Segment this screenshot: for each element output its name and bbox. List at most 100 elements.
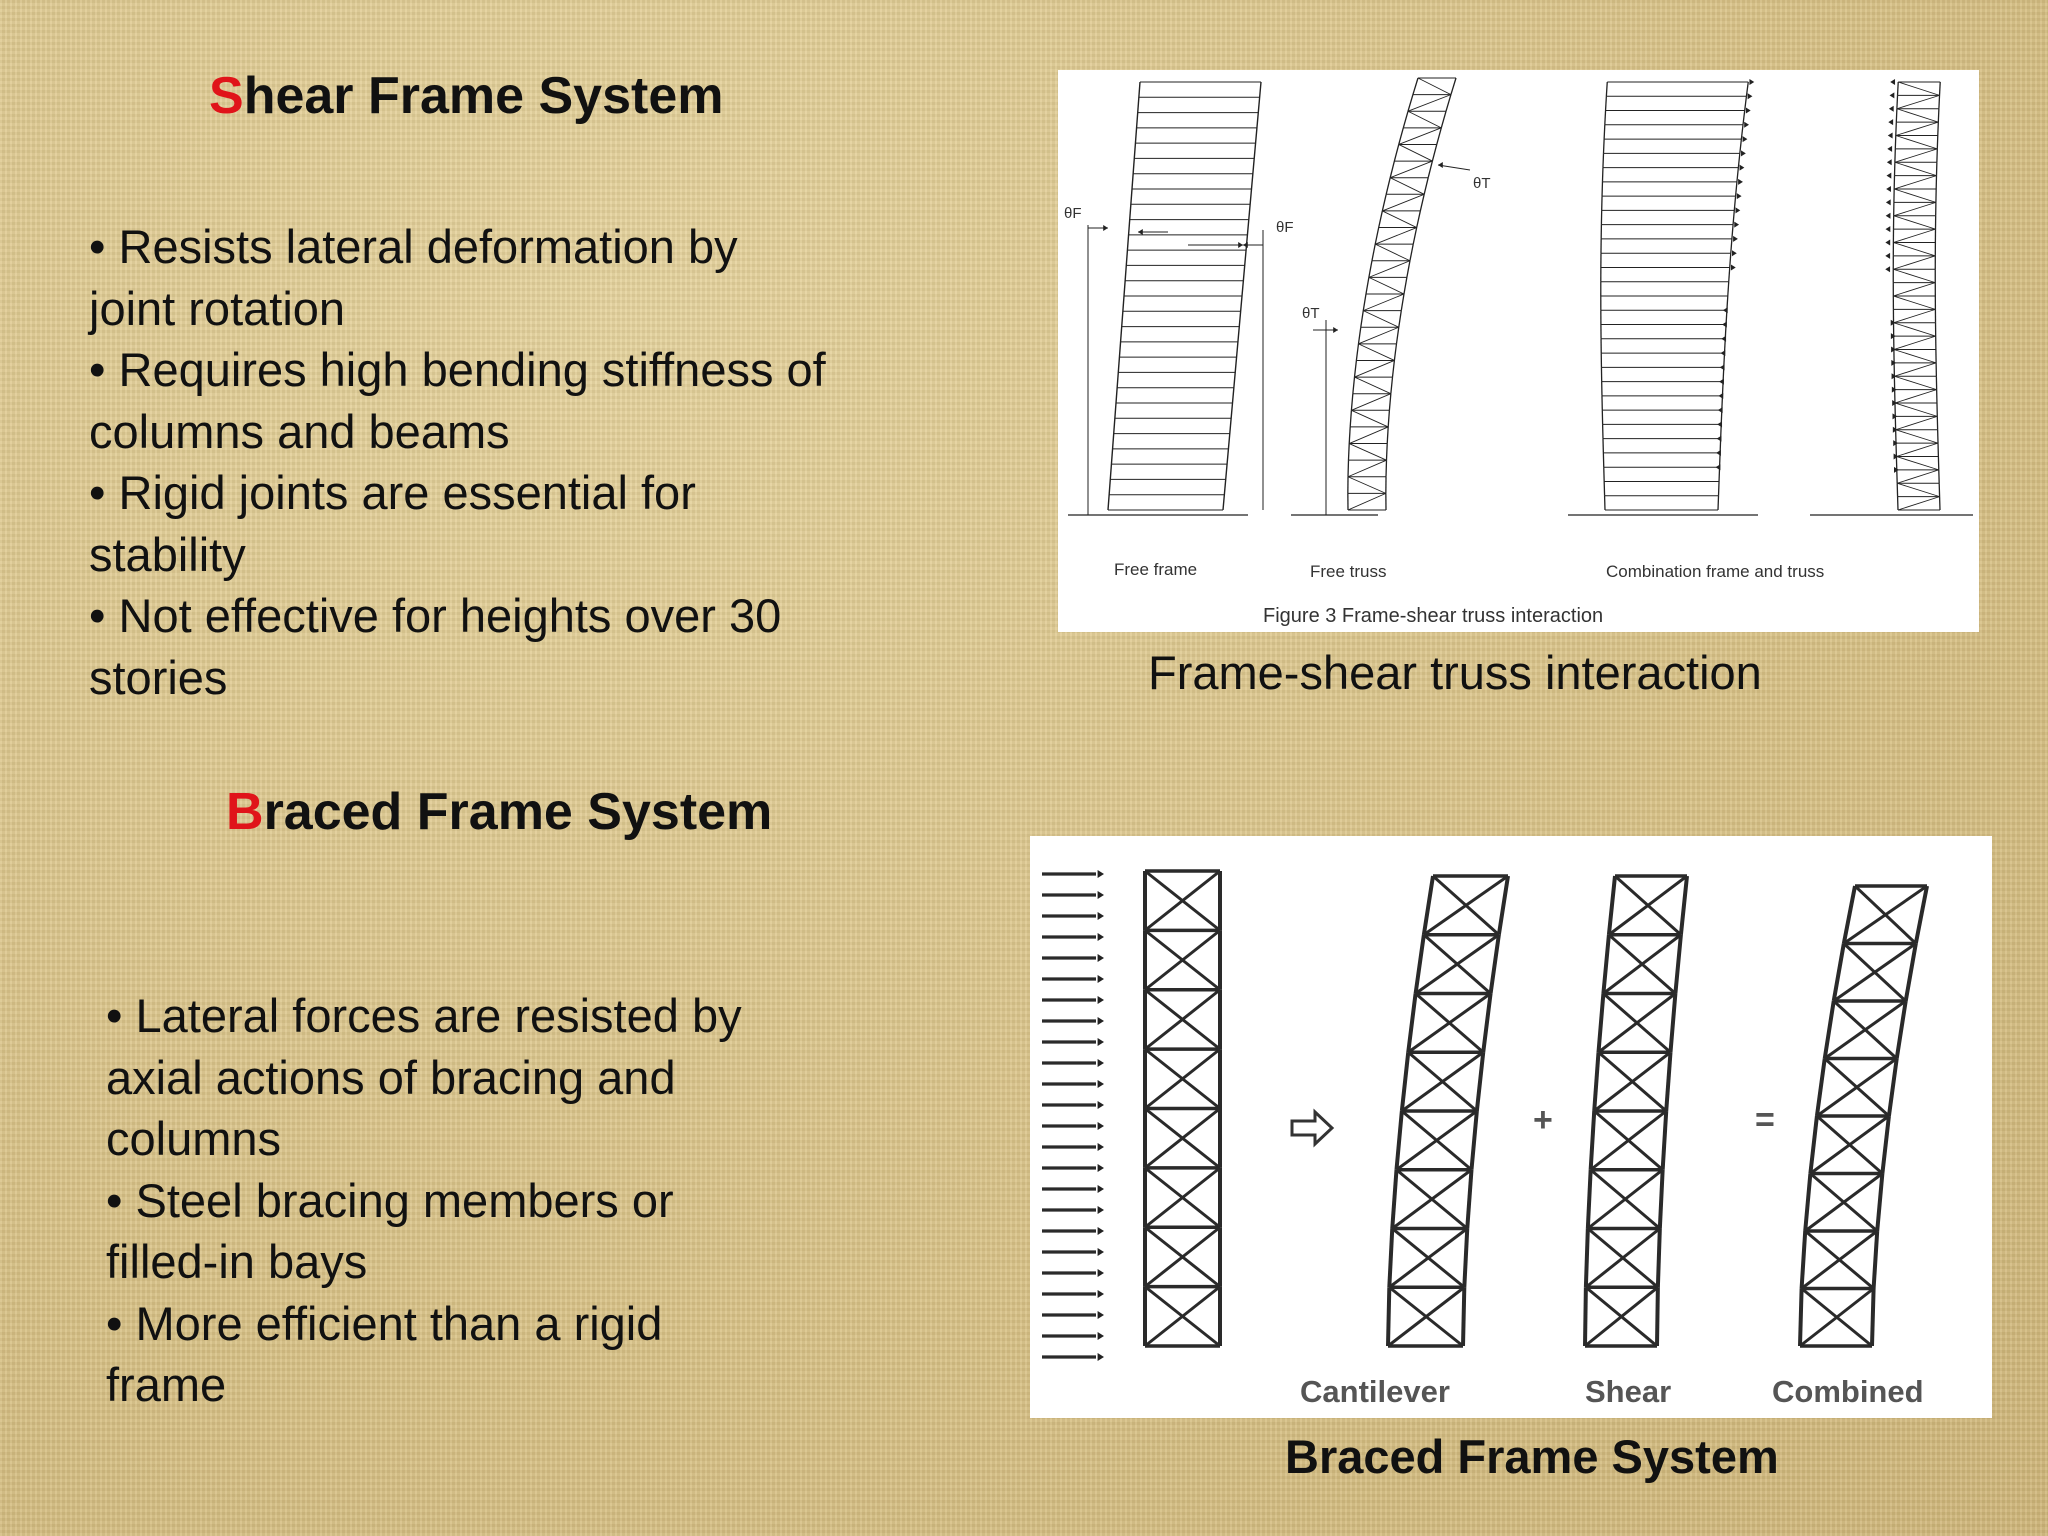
truss-diagonal [1896,442,1939,457]
heading-rest: hear Frame System [243,67,724,125]
truss-column [1402,111,1409,129]
cantilever-tower-column [1386,1287,1392,1347]
truss-diagonal [1896,108,1939,123]
load-arrow [1887,132,1893,139]
wind-arrowhead [1097,1017,1104,1025]
truss-column [1450,77,1457,95]
frame-column [1604,96,1608,111]
shear-tower-column [1583,1287,1588,1347]
combined-tower-column [1880,1115,1891,1174]
bullet-line: • Resists lateral deformation by [89,220,738,273]
truss-diagonal [1368,276,1405,295]
truss-column [1360,310,1364,328]
load-arrow [1885,239,1891,246]
combined-tower-brace [1823,1057,1890,1118]
truss-diagonal [1895,415,1938,431]
braced-frame-diagram: Cantilever Shear Combined + = [1042,869,1929,1409]
combined-tower-column [1814,1058,1827,1117]
truss-column [1895,122,1897,136]
truss-column [1389,160,1396,178]
bullet-line: • Not effective for heights over 30 [89,589,782,642]
truss-column [1937,108,1940,123]
truss-diagonal [1893,201,1937,217]
load-arrow [1735,207,1741,214]
truss-diagonal [1349,426,1389,444]
frame-column [1731,224,1734,239]
truss-column [1398,127,1404,145]
frame-column [1732,210,1735,225]
load-arrow [1886,172,1892,179]
wind-arrowhead [1097,933,1104,941]
truss-column [1388,393,1392,411]
frame-column [1604,110,1607,125]
frame-shear-truss-figure: Free frame Free truss Combination frame … [1058,70,1979,632]
arrowhead [1138,229,1143,235]
cantilever-tower-column [1465,1169,1474,1229]
shear-tower-brace [1589,1168,1661,1230]
wind-arrowhead [1097,912,1104,920]
wind-arrowhead [1097,975,1104,983]
truss-column [1445,94,1452,112]
bullet-line: columns [106,1112,282,1165]
truss-column [1371,244,1376,261]
truss-diagonal [1398,127,1442,145]
combined-tower-column [1871,1230,1880,1289]
truss-diagonal [1368,260,1411,278]
truss-diagonal [1893,282,1936,297]
wind-arrowhead [1097,1227,1104,1235]
bullet-line: • Requires high bending stiffness of [89,343,826,396]
bullet-line: axial actions of bracing and [106,1050,676,1104]
combined-tower-column [1886,1058,1899,1117]
frame-column [1742,110,1746,125]
wind-arrowhead [1097,1101,1104,1109]
truss-diagonal [1375,243,1411,262]
shear-tower-column [1655,1287,1660,1347]
truss-column [1398,310,1402,328]
load-arrow [1888,105,1894,112]
shear-tower-brace [1597,1051,1668,1113]
heading-rest: raced Frame System [263,783,773,841]
load-arrow [1885,252,1891,259]
frame-column [1739,138,1743,154]
fig1-structural-drawing [1068,77,1973,516]
truss-column [1896,81,1899,96]
theta-f-right-label: θF [1276,219,1294,236]
theta-t-lower-label: θT [1302,305,1320,322]
truss-diagonal [1894,375,1937,391]
arrowhead [1438,162,1443,168]
cantilever-tower-column [1462,1228,1470,1288]
shear-tower-column [1673,934,1683,994]
truss-diagonal [1895,429,1939,444]
cantilever-tower-column [1474,1052,1486,1112]
combined-tower-column [1870,1288,1876,1347]
wind-arrowhead [1097,1290,1104,1298]
combined-tower-column [1808,1115,1819,1174]
truss-column [1896,95,1899,109]
shear-tower-brace [1584,1286,1658,1348]
load-arrow [1742,136,1748,143]
truss-diagonal [1893,228,1936,243]
bullet-line: frame [106,1358,227,1411]
truss-column [1403,277,1408,295]
frame-column [1730,238,1733,254]
transform-arrow-icon [1290,1108,1335,1148]
truss-column [1365,277,1370,295]
truss-diagonal [1898,81,1940,96]
frame-column [1726,295,1729,311]
load-arrow [1885,226,1891,233]
bullet-line: • Rigid joints are essential for [89,466,696,519]
load-arrow [1739,164,1745,171]
undeformed-tower-brace [1144,929,1221,991]
truss-diagonal [1389,177,1425,195]
label-shear: Shear [1585,1374,1671,1409]
arrowhead [1238,242,1243,248]
frame-column [1717,481,1720,496]
figure-caption-text: Figure 3 Frame-shear truss interaction [1263,605,1603,627]
cantilever-tower-brace [1432,874,1500,936]
theta-arrow [1437,164,1471,171]
load-arrow [1736,193,1742,200]
truss-diagonal [1354,360,1395,378]
cantilever-tower-column [1390,1169,1399,1229]
load-arrow [1744,121,1750,128]
shear-tower-column [1601,934,1611,994]
